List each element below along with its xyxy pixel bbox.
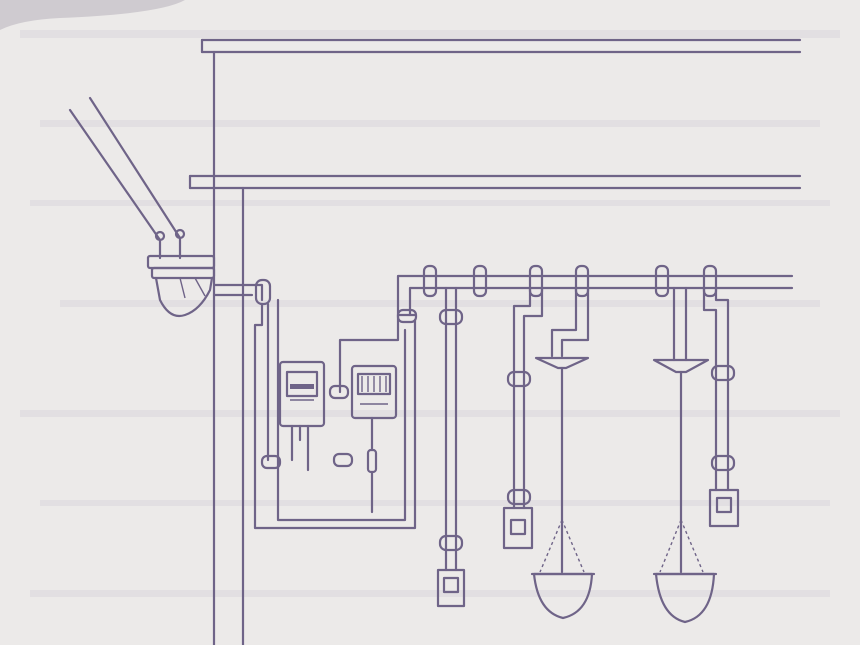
fuse-board-icon	[338, 313, 417, 514]
cable-clip-icon	[260, 308, 418, 470]
drop-lamp-2	[672, 286, 688, 362]
electric-meter-icon	[278, 360, 326, 472]
corner-shadow	[0, 0, 185, 30]
porcelain-insulator-icon	[146, 254, 216, 318]
main-conduit	[396, 264, 794, 317]
meter-wiring	[253, 298, 417, 530]
pendant-lamp-icon	[652, 358, 718, 624]
background-texture	[20, 30, 840, 597]
drop-socket-1	[438, 286, 464, 572]
wall-socket-icon	[502, 506, 534, 550]
building-structure	[188, 38, 802, 645]
wall-socket-icon	[436, 568, 466, 608]
pendant-lamp-icon	[530, 356, 596, 620]
incoming-feed	[212, 278, 272, 306]
drop-socket-3	[702, 286, 736, 492]
drop-lamp-1	[550, 286, 590, 358]
drop-socket-2	[506, 286, 544, 510]
wall-socket-icon	[708, 488, 740, 528]
overhead-service-wires-icon	[68, 96, 186, 260]
